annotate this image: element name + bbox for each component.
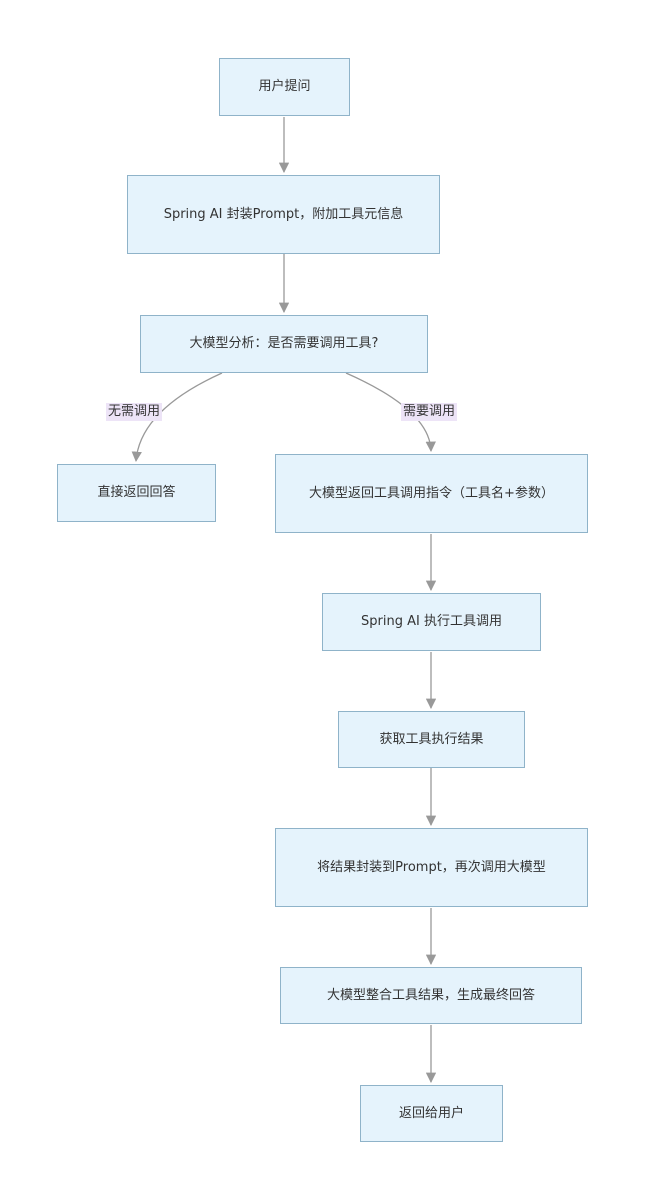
node-get-result-label: 获取工具执行结果 [379,731,484,747]
node-return-instruction: 大模型返回工具调用指令（工具名+参数） [275,454,588,533]
node-user-question: 用户提问 [219,58,350,116]
node-analyze-label: 大模型分析：是否需要调用工具? [189,336,379,351]
node-execute-tool: Spring AI 执行工具调用 [322,593,541,651]
node-return-user-label: 返回给用户 [398,1105,464,1121]
node-direct-answer-label: 直接返回回答 [97,485,176,500]
node-user-question-label: 用户提问 [258,79,311,94]
edge-label-no-call: 无需调用 [106,403,163,421]
node-integrate: 大模型整合工具结果，生成最终回答 [280,967,582,1024]
node-return-user: 返回给用户 [360,1085,503,1142]
node-wrap-prompt-label: Spring AI 封装Prompt，附加工具元信息 [163,206,404,222]
node-analyze: 大模型分析：是否需要调用工具? [140,315,428,373]
node-return-instruction-label: 大模型返回工具调用指令（工具名+参数） [309,485,554,501]
node-rewrap-label: 将结果封装到Prompt，再次调用大模型 [317,859,546,875]
node-get-result: 获取工具执行结果 [338,711,525,768]
edge-label-need-call: 需要调用 [401,403,458,421]
node-execute-tool-label: Spring AI 执行工具调用 [361,614,502,629]
node-rewrap: 将结果封装到Prompt，再次调用大模型 [275,828,588,907]
node-direct-answer: 直接返回回答 [57,464,216,522]
node-wrap-prompt: Spring AI 封装Prompt，附加工具元信息 [127,175,440,254]
node-integrate-label: 大模型整合工具结果，生成最终回答 [326,987,535,1003]
